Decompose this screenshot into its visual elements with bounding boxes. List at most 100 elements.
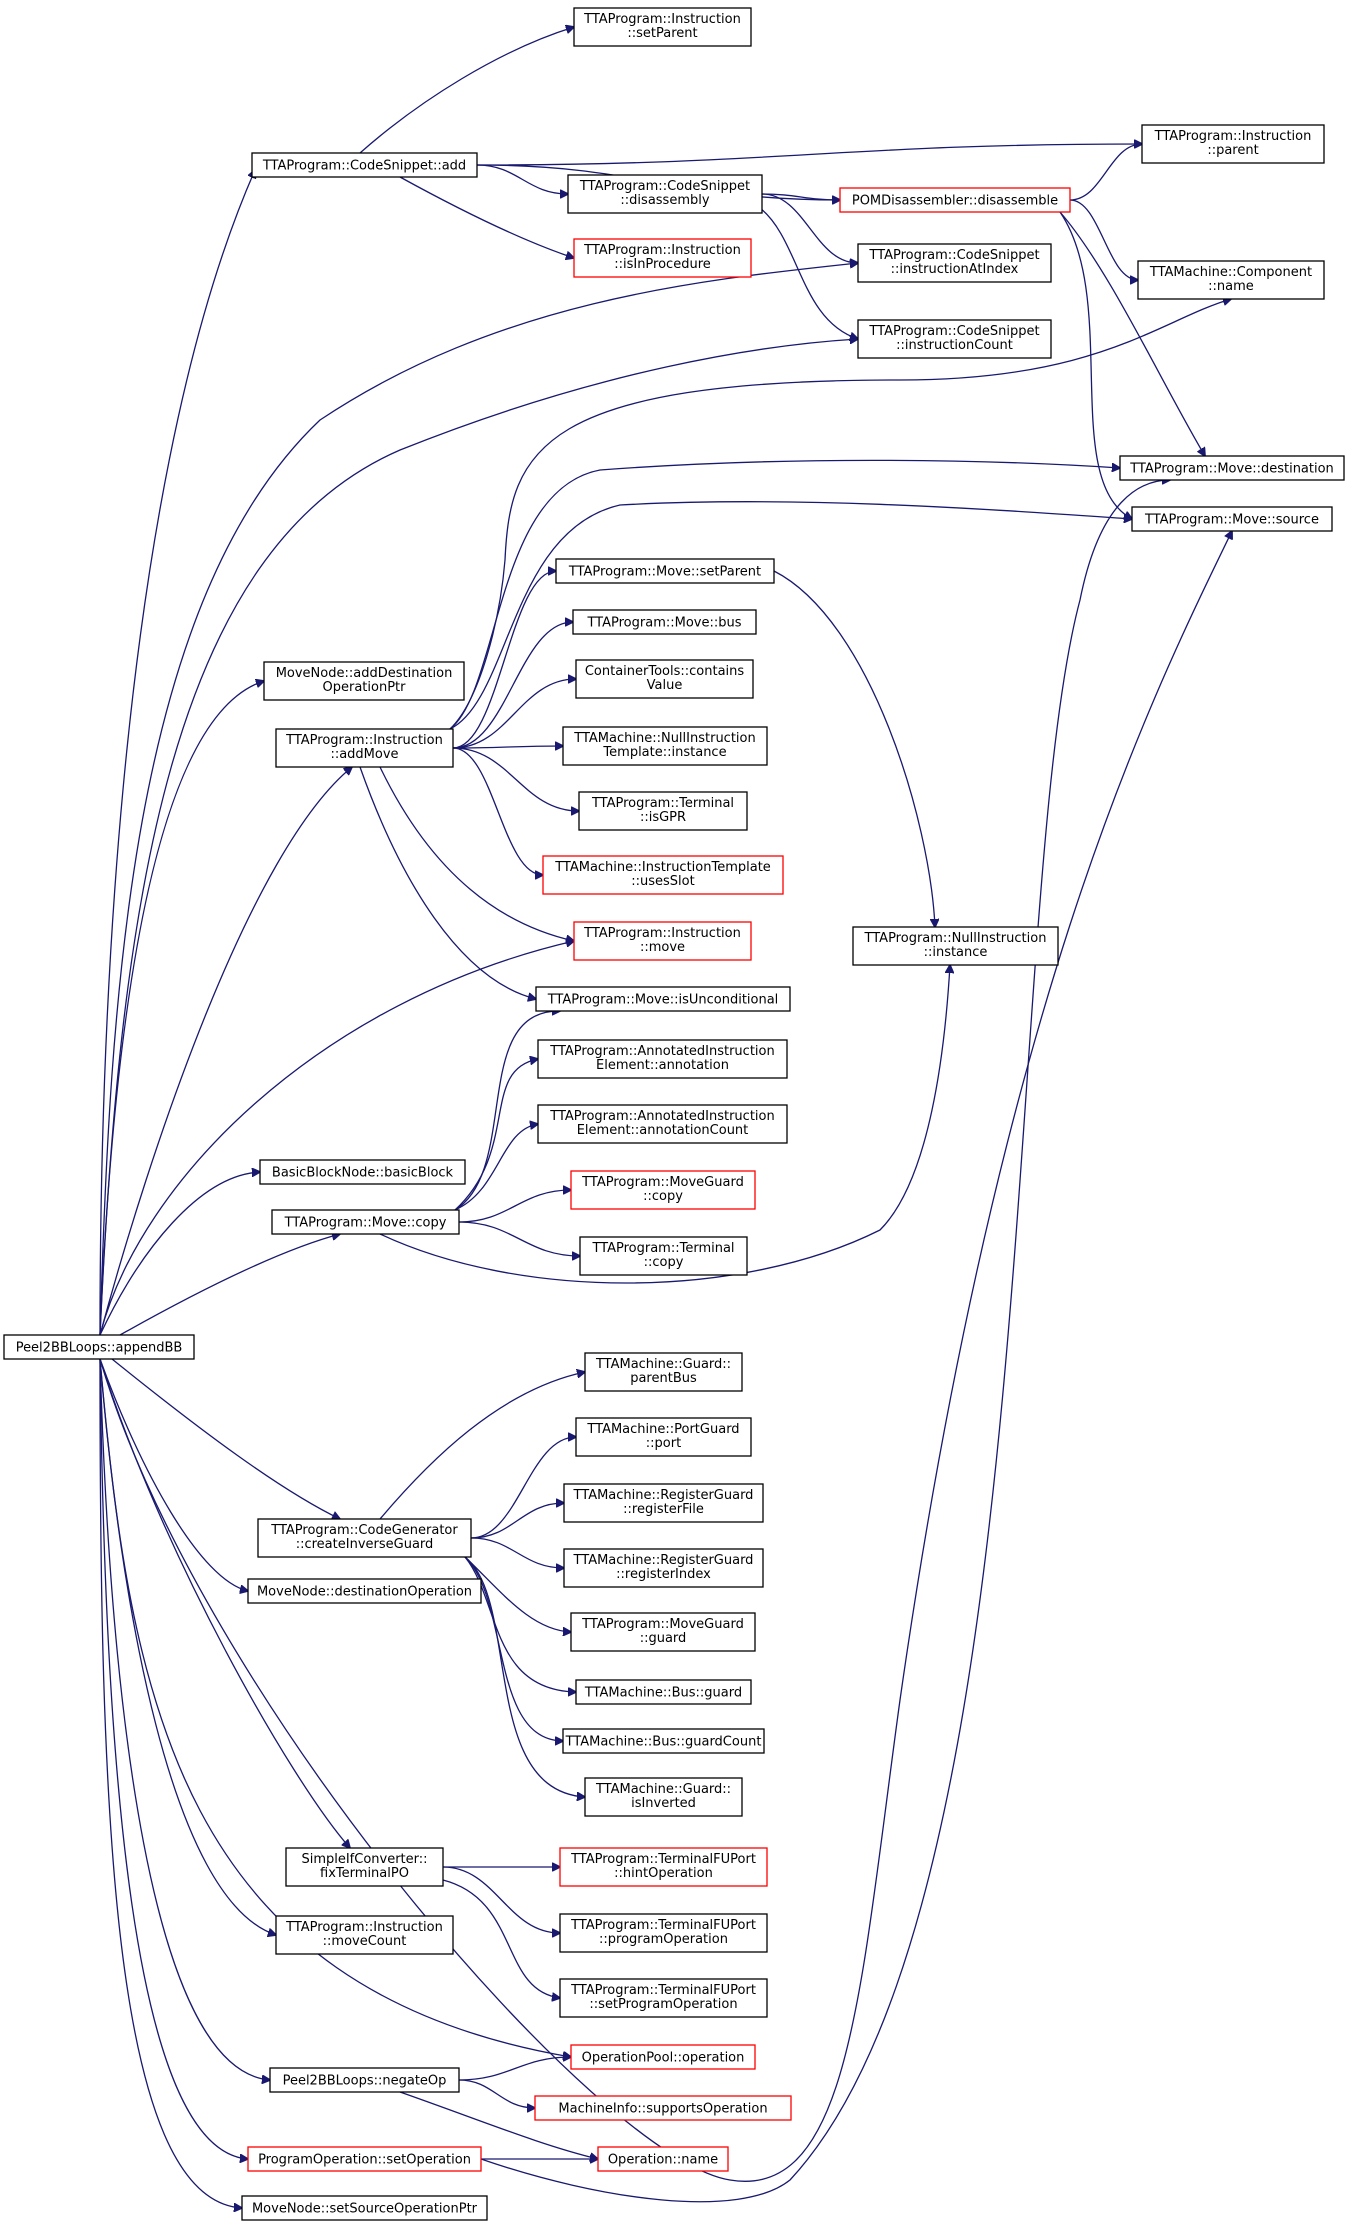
node-term-isgpr[interactable]: TTAProgram::Terminal::isGPR bbox=[578, 791, 748, 831]
node-box bbox=[570, 2044, 756, 2070]
edge-move-copy-to-term-copy bbox=[458, 1221, 580, 1256]
node-tfu-hintop[interactable]: TTAProgram::TerminalFUPort::hintOperatio… bbox=[559, 1847, 768, 1887]
node-box bbox=[573, 238, 752, 278]
node-label-line: TTAProgram::Instruction bbox=[583, 243, 741, 258]
node-op-name[interactable]: Operation::name bbox=[597, 2146, 729, 2172]
node-label-line: TTAMachine::PortGuard bbox=[586, 1422, 739, 1437]
node-comp-name[interactable]: TTAMachine::Component::name bbox=[1137, 260, 1325, 300]
node-box bbox=[247, 1578, 482, 1604]
node-cs-add[interactable]: TTAProgram::CodeSnippet::add bbox=[251, 152, 478, 178]
node-box bbox=[559, 1913, 768, 1953]
node-p2bb-negateop[interactable]: Peel2BBLoops::negateOp bbox=[269, 2067, 460, 2093]
node-label-line: Value bbox=[647, 678, 683, 693]
node-box bbox=[573, 921, 752, 961]
node-box bbox=[575, 1679, 752, 1705]
node-guard-isinverted[interactable]: TTAMachine::Guard::isInverted bbox=[584, 1777, 743, 1817]
edge-cs-add-to-cs-disassembly bbox=[476, 164, 568, 194]
node-term-copy[interactable]: TTAProgram::Terminal::copy bbox=[579, 1236, 748, 1276]
node-move-dest[interactable]: TTAProgram::Move::destination bbox=[1119, 455, 1345, 481]
node-sic-fixterm[interactable]: SimpleIfConverter::fixTerminalPO bbox=[285, 1847, 444, 1887]
node-box bbox=[570, 1170, 756, 1210]
node-label-line: TTAProgram::Move::isUnconditional bbox=[547, 993, 779, 1008]
node-cs-instatindex[interactable]: TTAProgram::CodeSnippet::instructionAtIn… bbox=[857, 243, 1052, 283]
node-nit-instance[interactable]: TTAMachine::NullInstructionTemplate::ins… bbox=[562, 726, 768, 766]
node-label-line: ::usesSlot bbox=[631, 874, 694, 889]
node-op-operation[interactable]: OperationPool::operation bbox=[570, 2044, 756, 2070]
node-label-line: ::parent bbox=[1207, 143, 1258, 158]
node-box bbox=[542, 855, 784, 895]
edge-root-to-move-copy bbox=[119, 1234, 340, 1336]
node-label-line: TTAProgram::Instruction bbox=[285, 1920, 443, 1935]
node-mn-destop[interactable]: MoveNode::destinationOperation bbox=[247, 1578, 482, 1604]
node-cs-disassembly[interactable]: TTAProgram::CodeSnippet::disassembly bbox=[567, 174, 763, 214]
node-tfu-progop[interactable]: TTAProgram::TerminalFUPort::programOpera… bbox=[559, 1913, 768, 1953]
node-label-line: MoveNode::destinationOperation bbox=[257, 1585, 472, 1600]
edge-pom-disassemble-to-move-dest bbox=[1059, 211, 1205, 456]
edge-p2bb-negateop-to-op-name bbox=[399, 2091, 598, 2159]
node-i-movecount[interactable]: TTAProgram::Instruction::moveCount bbox=[275, 1915, 454, 1955]
node-aie-annotcount[interactable]: TTAProgram::AnnotatedInstructionElement:… bbox=[537, 1104, 788, 1144]
node-root[interactable]: Peel2BBLoops::appendBB bbox=[3, 1334, 195, 1360]
node-box bbox=[1119, 455, 1345, 481]
node-mi-supportsop[interactable]: MachineInfo::supportsOperation bbox=[534, 2095, 792, 2121]
node-move-source[interactable]: TTAProgram::Move::source bbox=[1131, 506, 1333, 532]
node-ni-instance[interactable]: TTAProgram::NullInstruction::instance bbox=[852, 926, 1059, 966]
node-label-line: Element::annotationCount bbox=[577, 1123, 749, 1138]
node-label-line: Peel2BBLoops::negateOp bbox=[283, 2074, 447, 2089]
node-i-setparent[interactable]: TTAProgram::Instruction::setParent bbox=[573, 7, 752, 47]
node-box bbox=[839, 187, 1071, 213]
node-move-copy[interactable]: TTAProgram::Move::copy bbox=[271, 1209, 460, 1235]
node-label-line: TTAProgram::TerminalFUPort bbox=[570, 1918, 756, 1933]
node-cg-createinv[interactable]: TTAProgram::CodeGenerator::createInverse… bbox=[257, 1518, 472, 1558]
node-pom-disassemble[interactable]: POMDisassembler::disassemble bbox=[839, 187, 1071, 213]
node-label-line: TTAProgram::AnnotatedInstruction bbox=[549, 1109, 774, 1124]
node-move-bus[interactable]: TTAProgram::Move::bus bbox=[572, 609, 757, 635]
node-rg-regindex[interactable]: TTAMachine::RegisterGuard::registerIndex bbox=[563, 1548, 764, 1588]
node-i-move[interactable]: TTAProgram::Instruction::move bbox=[573, 921, 752, 961]
node-label-line: OperationPtr bbox=[323, 680, 407, 695]
node-label-line: TTAMachine::Component bbox=[1149, 265, 1312, 280]
edge-p2bb-negateop-to-mi-supportsop bbox=[458, 2079, 535, 2108]
edge-root-to-p2bb-negateop bbox=[99, 1358, 270, 2080]
node-label-line: ::setParent bbox=[627, 26, 697, 41]
node-mg-guard[interactable]: TTAProgram::MoveGuard::guard bbox=[570, 1612, 756, 1652]
nodes-layer: Peel2BBLoops::appendBB TTAProgram::CodeSn… bbox=[3, 7, 1345, 2221]
node-i-parent[interactable]: TTAProgram::Instruction::parent bbox=[1141, 124, 1325, 164]
node-label-line: parentBus bbox=[630, 1371, 697, 1386]
node-tfu-setprogop[interactable]: TTAProgram::TerminalFUPort::setProgramOp… bbox=[559, 1978, 768, 2018]
node-mn-setsrcop[interactable]: MoveNode::setSourceOperationPtr bbox=[241, 2195, 488, 2221]
node-aie-annotation[interactable]: TTAProgram::AnnotatedInstructionElement:… bbox=[537, 1039, 788, 1079]
node-move-setparent[interactable]: TTAProgram::Move::setParent bbox=[555, 558, 775, 584]
node-box bbox=[269, 2067, 460, 2093]
node-i-isinprocedure[interactable]: TTAProgram::Instruction::isInProcedure bbox=[573, 238, 752, 278]
node-box bbox=[537, 1039, 788, 1079]
node-label-line: ::isGPR bbox=[640, 810, 686, 825]
node-label-line: Template::instance bbox=[602, 745, 726, 760]
node-label-line: TTAProgram::Instruction bbox=[583, 926, 741, 941]
node-mg-copy[interactable]: TTAProgram::MoveGuard::copy bbox=[570, 1170, 756, 1210]
node-label-line: isInverted bbox=[631, 1796, 696, 1811]
edge-move-copy-to-move-isuncond bbox=[454, 1011, 560, 1211]
node-guard-parentbus[interactable]: TTAMachine::Guard::parentBus bbox=[584, 1352, 743, 1392]
edge-cg-createinv-to-mg-guard bbox=[464, 1556, 571, 1632]
node-move-isuncond[interactable]: TTAProgram::Move::isUnconditional bbox=[535, 986, 791, 1012]
node-cs-instcount[interactable]: TTAProgram::CodeSnippet::instructionCoun… bbox=[857, 319, 1052, 359]
node-label-line: TTAProgram::Instruction bbox=[285, 733, 443, 748]
edge-cs-disassembly-to-pom-disassemble bbox=[761, 193, 840, 200]
edge-move-copy-to-ni-instance bbox=[379, 965, 950, 1284]
node-pg-port[interactable]: TTAMachine::PortGuard::port bbox=[575, 1417, 752, 1457]
edge-cg-createinv-to-pg-port bbox=[470, 1437, 576, 1539]
node-rg-regfile[interactable]: TTAMachine::RegisterGuard::registerFile bbox=[563, 1483, 764, 1523]
node-po-setop[interactable]: ProgramOperation::setOperation bbox=[247, 2146, 482, 2172]
edge-root-to-op-operation bbox=[99, 1358, 571, 2057]
edge-root-to-cs-instcount bbox=[99, 339, 858, 1336]
node-i-addmove[interactable]: TTAProgram::Instruction::addMove bbox=[275, 728, 454, 768]
node-bbn-basicblock[interactable]: BasicBlockNode::basicBlock bbox=[259, 1159, 466, 1185]
node-label-line: ::registerIndex bbox=[616, 1567, 711, 1582]
node-box bbox=[559, 1978, 768, 2018]
node-bus-guard[interactable]: TTAMachine::Bus::guard bbox=[575, 1679, 752, 1705]
node-it-usesslot[interactable]: TTAMachine::InstructionTemplate::usesSlo… bbox=[542, 855, 784, 895]
node-bus-guardcount[interactable]: TTAMachine::Bus::guardCount bbox=[562, 1728, 765, 1754]
